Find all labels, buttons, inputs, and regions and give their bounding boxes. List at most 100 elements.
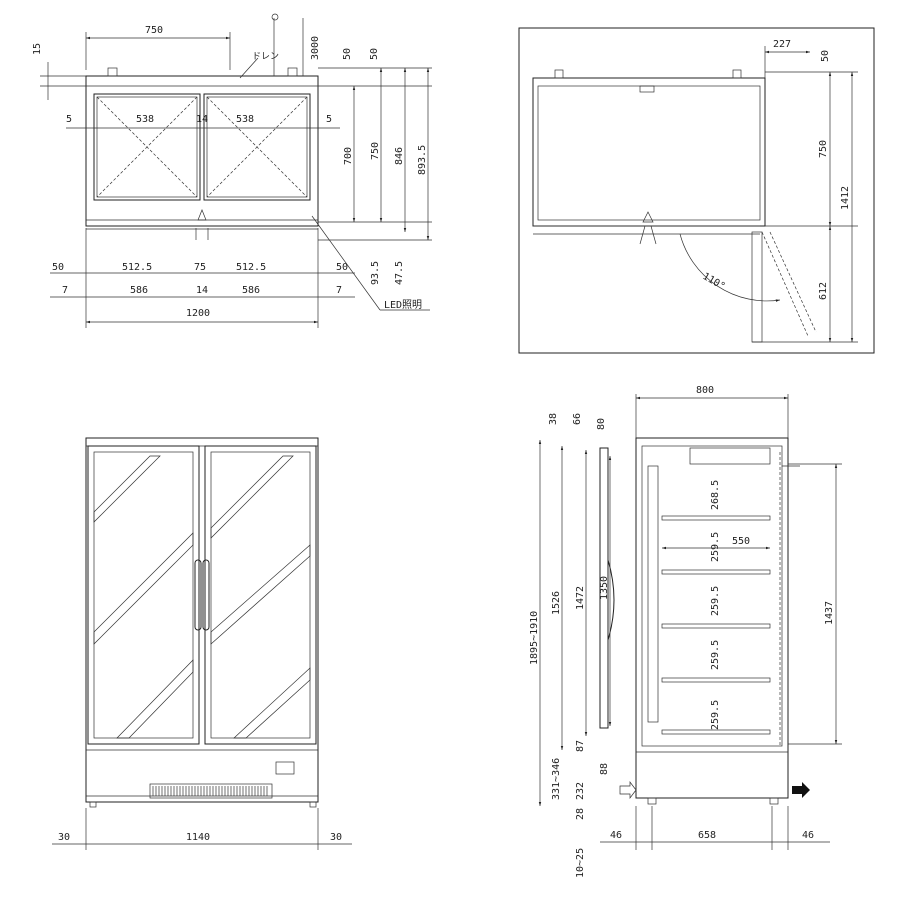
dim-50: 50 (820, 50, 831, 62)
handle-right (202, 559, 210, 631)
drain-leader (239, 57, 259, 79)
dim-227: 227 (773, 39, 791, 50)
glass-cross-right-b (206, 96, 308, 198)
dim-10-25: 10~25 (575, 848, 586, 878)
dim-750: 750 (818, 140, 829, 158)
dim-846: 846 (394, 147, 405, 165)
dim-14-center: 14 (196, 114, 208, 125)
door-opening-view: 110° 227 50 750 612 1412 (518, 27, 875, 354)
glass-reflection (210, 544, 311, 645)
dim-14-bottom: 14 (196, 285, 208, 296)
door-glass-right (206, 96, 308, 198)
dim-1526: 1526 (551, 591, 562, 615)
door-swing-a (761, 231, 809, 337)
door-glass-left (96, 96, 198, 198)
shelf (661, 569, 771, 575)
swing-arc (679, 233, 781, 302)
dim-50a: 50 (342, 48, 353, 60)
shelf (661, 515, 771, 521)
side-section: 800 38 66 80 1895~1910 1526 1472 1350 33… (529, 385, 842, 878)
dim-47-5: 47.5 (394, 261, 405, 285)
dim-512-5-left: 512.5 (122, 262, 152, 273)
glass-reflection (93, 532, 194, 645)
glass-reflection (93, 455, 161, 523)
dim-46-right: 46 (802, 830, 814, 841)
dim-1140: 1140 (186, 832, 210, 843)
dim-46-left: 46 (610, 830, 622, 841)
outlet-arrow (792, 782, 810, 798)
dim-1437: 1437 (824, 601, 835, 625)
caster-front (647, 797, 657, 805)
door-right-frame (204, 445, 317, 745)
interior (641, 445, 783, 747)
dim-800: 800 (696, 385, 714, 396)
dim-75: 75 (194, 262, 206, 273)
shelf-gap-2: 259.5 (710, 532, 721, 562)
angle-110: 110° (701, 271, 727, 293)
cabinet-top-outline (85, 75, 319, 227)
cabinet-plan-outline (532, 77, 766, 227)
dim-658: 658 (698, 830, 716, 841)
shelf (661, 677, 771, 683)
handle-left (639, 225, 646, 245)
dim-550: 550 (732, 536, 750, 547)
dim-50-left: 50 (52, 262, 64, 273)
door-left-glass (93, 451, 194, 739)
dim-15: 15 (32, 43, 43, 55)
dim-80: 80 (596, 418, 607, 430)
vent-slats (152, 786, 268, 796)
glass-reflection (116, 659, 194, 739)
bracket-left (107, 67, 118, 77)
handle-left (194, 559, 202, 631)
dim-1350: 1350 (599, 576, 610, 600)
shelf (661, 623, 771, 629)
evaporator (689, 447, 771, 465)
dim-1200: 1200 (186, 308, 210, 319)
dim-88: 88 (599, 763, 610, 775)
dim-750-vertical: 750 (370, 142, 381, 160)
front-elevation: 30 1140 30 (52, 437, 352, 850)
dim-50b: 50 (369, 48, 380, 60)
shelf (661, 729, 771, 735)
glass-reflection (210, 455, 294, 539)
bracket-left (554, 69, 564, 79)
shelves (661, 515, 771, 735)
shelf-gap-5: 259.5 (710, 700, 721, 730)
dim-538-left: 538 (136, 114, 154, 125)
dim-512-5-right: 512.5 (236, 262, 266, 273)
door-panel-right (203, 93, 311, 201)
dim-5-left: 5 (66, 114, 72, 125)
dim-1895-1910: 1895~1910 (529, 611, 540, 665)
dim-700: 700 (343, 147, 354, 165)
drain-cap (271, 13, 279, 21)
cabinet-plan-inner (537, 85, 761, 221)
foot-left (89, 801, 97, 808)
center-marker (197, 209, 207, 221)
dim-5-right: 5 (326, 114, 332, 125)
door-open (751, 231, 763, 343)
led-leader (311, 215, 381, 311)
dim-30-right: 30 (330, 832, 342, 843)
door-panel-left (93, 93, 201, 201)
dim-750: 750 (145, 25, 163, 36)
handle-right (650, 225, 657, 245)
dim-893-5: 893.5 (417, 145, 428, 175)
dim-7-right: 7 (336, 285, 342, 296)
led-label: LED照明 (384, 299, 422, 311)
control-panel (275, 761, 295, 775)
top-marker (639, 85, 655, 93)
dim-38: 38 (548, 413, 559, 425)
dim-232: 232 (575, 782, 586, 800)
inlet-arrow (619, 780, 637, 800)
dim-28: 28 (575, 808, 586, 820)
center-marker (642, 211, 654, 223)
dim-30-left: 30 (58, 832, 70, 843)
view-frame (518, 27, 875, 354)
bracket-right (732, 69, 742, 79)
top-plan-view: 750 15 3000 50 50 ドレン 5 538 14 538 5 700… (32, 13, 432, 328)
glass-reflection (233, 667, 311, 739)
foot-right (309, 801, 317, 808)
dim-586-right: 586 (242, 285, 260, 296)
